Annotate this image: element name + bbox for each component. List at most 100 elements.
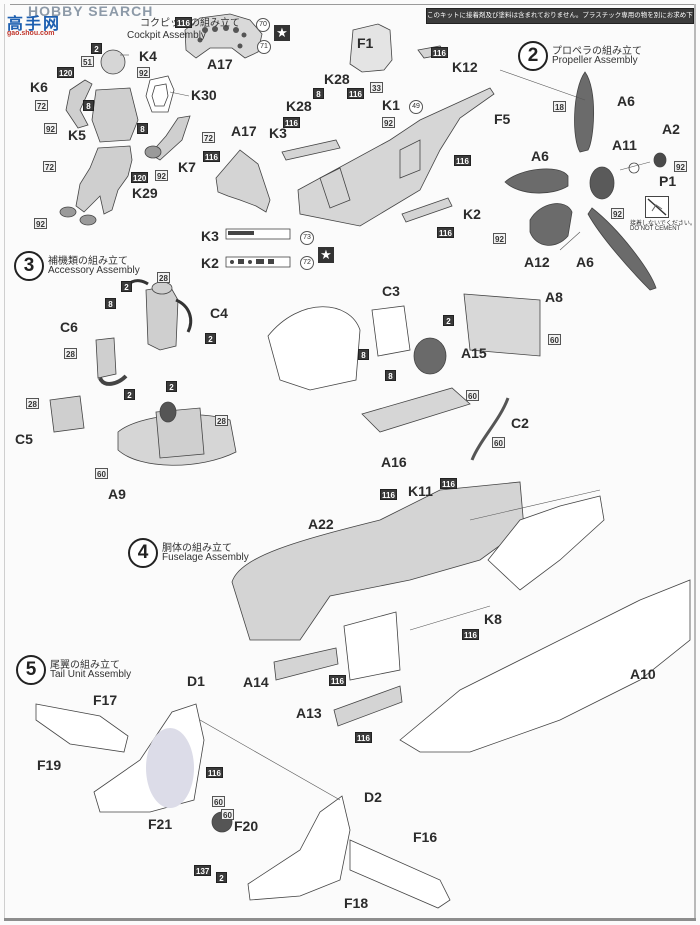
part-label: A2 (662, 121, 680, 137)
pilot-arm-left-drawing (65, 79, 93, 129)
c4-accessory-drawing (145, 285, 179, 351)
hub-a11-drawing (589, 166, 615, 200)
color-code-badge: 72 (43, 161, 56, 172)
part-label: K6 (30, 79, 48, 95)
step-5-number: 5 (16, 655, 46, 685)
color-code-badge: 2 (166, 381, 177, 392)
part-label: K29 (132, 185, 158, 201)
part-label: K12 (452, 59, 478, 75)
part-label: F18 (344, 895, 369, 911)
color-code-badge: 92 (137, 67, 150, 78)
no-cement-text-jp: 接着しないでください。 (630, 221, 696, 227)
propeller-blade-bottom-drawing (587, 207, 657, 291)
no-cement-icon (645, 196, 669, 218)
part-label: F5 (494, 111, 511, 127)
part-label: F21 (148, 816, 173, 832)
color-code-badge: 28 (64, 348, 77, 359)
decal-number: 72 (300, 256, 314, 270)
step-2-number: 2 (518, 41, 548, 71)
color-code-badge: 60 (95, 468, 108, 479)
decal-star-icon: ★ (318, 247, 334, 263)
decal-number: 71 (257, 40, 271, 54)
step-3-title-jp: 補機類の組み立て (48, 256, 128, 267)
step-4-title-en: Fuselage Assembly (162, 552, 249, 563)
part-label: K5 (68, 127, 86, 143)
instrument-panel-drawing (184, 13, 263, 59)
a14-drawing (273, 647, 339, 681)
rudder-d2-drawing (247, 795, 351, 901)
stabilizer-f17-f19-drawing (35, 703, 129, 753)
frame-border-left (4, 4, 5, 919)
firewall-drawing (343, 611, 401, 681)
part-label: F20 (234, 818, 259, 834)
color-code-badge: 28 (215, 415, 228, 426)
part-label: A9 (108, 486, 126, 502)
part-label: A17 (231, 123, 257, 139)
part-label: K3 (201, 228, 219, 244)
watermark-url: gao.shou.com (7, 30, 55, 37)
color-code-badge: 72 (202, 132, 215, 143)
color-code-badge: 92 (44, 123, 57, 134)
part-label: A22 (308, 516, 334, 532)
watermark-site-cn: 高手网 (7, 16, 62, 33)
color-code-badge: 92 (493, 233, 506, 244)
color-code-badge: 8 (313, 88, 324, 99)
part-label: D2 (364, 789, 382, 805)
color-code-badge: 18 (553, 101, 566, 112)
c5-accessory-drawing (49, 395, 85, 433)
color-code-badge: 116 (454, 155, 471, 166)
color-code-badge: 92 (34, 218, 47, 229)
color-code-badge: 28 (157, 272, 170, 283)
color-code-badge: 116 (431, 47, 448, 58)
color-code-badge: 2 (91, 43, 102, 54)
decal-number: 73 (300, 231, 314, 245)
color-code-badge: 28 (26, 398, 39, 409)
c6-accessory-drawing (95, 337, 117, 379)
color-code-badge: 137 (194, 865, 212, 876)
part-label: C6 (60, 319, 78, 335)
decal-number: 70 (256, 18, 270, 32)
k3-strip-drawing (281, 139, 341, 161)
color-code-badge: 92 (674, 161, 687, 172)
color-code-badge: 8 (385, 370, 396, 381)
color-code-badge: 92 (611, 208, 624, 219)
tank-c3-drawing (371, 305, 411, 357)
color-code-badge: 2 (216, 872, 227, 883)
step-2-title-jp: プロペラの組み立て (552, 46, 642, 57)
color-code-badge: 2 (121, 281, 132, 292)
color-code-badge: 33 (370, 82, 383, 93)
part-label: K4 (139, 48, 157, 64)
part-label: K2 (463, 206, 481, 222)
part-label: C4 (210, 305, 228, 321)
step-3-number: 3 (14, 251, 44, 281)
part-label: A17 (207, 56, 233, 72)
part-label: K11 (408, 483, 433, 499)
cockpit-assembly-in-fuselage-drawing (487, 495, 605, 591)
part-label: A16 (381, 454, 407, 470)
seat-f1-drawing (349, 23, 393, 73)
step-5-title-jp: 尾翼の組み立て (50, 660, 120, 671)
pilot-legs-drawing (75, 145, 133, 215)
part-label: F17 (93, 692, 118, 708)
step-3-title-en: Accessory Assembly (48, 265, 140, 276)
color-code-badge: 120 (131, 172, 149, 183)
part-label: K2 (201, 255, 219, 271)
color-code-badge: 116 (329, 675, 346, 686)
color-code-badge: 120 (57, 67, 75, 78)
part-label: A11 (612, 137, 637, 153)
step-5-title-en: Tail Unit Assembly (50, 669, 132, 680)
cockpit-side-a17-drawing (215, 149, 271, 213)
color-code-badge: 72 (35, 100, 48, 111)
part-label: A15 (461, 345, 487, 361)
part-label: A6 (531, 148, 549, 164)
pilot-torso-drawing (91, 87, 139, 143)
part-label: K30 (191, 87, 217, 103)
part-label: A14 (243, 674, 269, 690)
color-code-badge: 60 (492, 437, 505, 448)
color-code-badge: 116 (175, 17, 192, 28)
frame-border-top (10, 4, 696, 5)
step-2-title-en: Propeller Assembly (552, 55, 638, 66)
frame-border-bottom (4, 918, 696, 921)
a10-fuselage-drawing (399, 579, 691, 753)
